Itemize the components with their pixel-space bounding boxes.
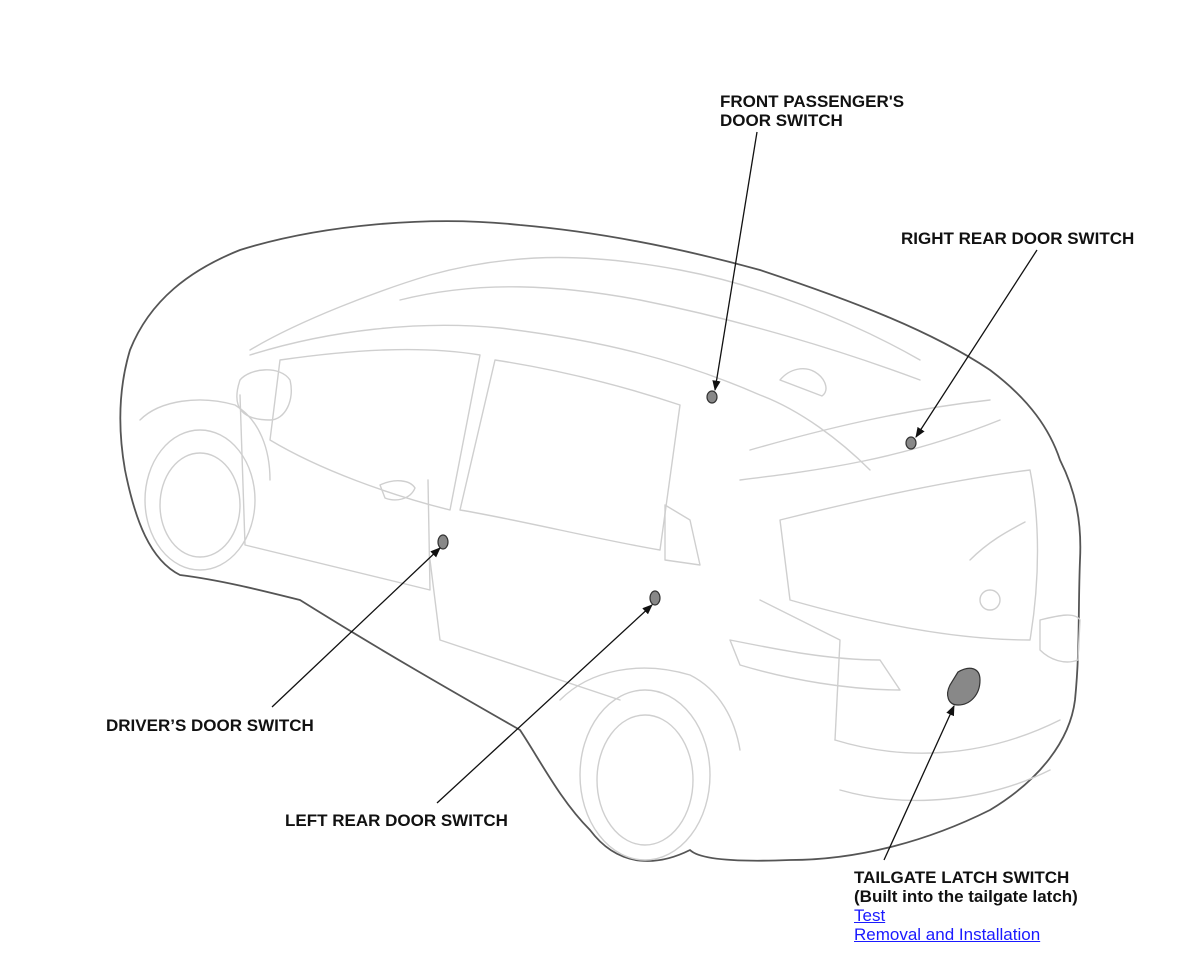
driver-switch-part: [437, 534, 449, 550]
front-passenger-door-switch-label: FRONT PASSENGER'S DOOR SWITCH: [720, 92, 904, 130]
leader-lines: [271, 131, 1038, 861]
driver-leader: [271, 547, 441, 708]
left-rear-switch-part: [649, 590, 661, 606]
tailgate-latch-switch-label: TAILGATE LATCH SWITCH (Built into the ta…: [854, 868, 1078, 944]
tailgate-label-line2: (Built into the tailgate latch): [854, 887, 1078, 906]
left-rear-leader: [436, 604, 653, 804]
tailgate-label-line1: TAILGATE LATCH SWITCH: [854, 868, 1070, 887]
test-link[interactable]: Test: [854, 906, 886, 925]
drivers-door-switch-label: DRIVER’S DOOR SWITCH: [106, 716, 314, 735]
right-rear-switch-part: [905, 436, 917, 450]
switch-markers: [437, 390, 981, 706]
left-rear-door-switch-label: LEFT REAR DOOR SWITCH: [285, 811, 508, 830]
tailgate-leader: [883, 705, 955, 861]
car-body-outline: [119, 220, 1082, 862]
front-passenger-leader: [712, 131, 758, 392]
removal-and-installation-link[interactable]: Removal and Installation: [854, 925, 1041, 944]
tailgate-latch-part: [947, 667, 981, 706]
right-rear-door-switch-label: RIGHT REAR DOOR SWITCH: [901, 229, 1135, 248]
car-illustration: [119, 220, 1082, 862]
front-passenger-switch-part: [706, 390, 718, 404]
front-passenger-label-line1: FRONT PASSENGER'S: [720, 92, 905, 111]
right-rear-leader: [915, 249, 1038, 438]
front-passenger-label-line2: DOOR SWITCH: [720, 111, 843, 130]
